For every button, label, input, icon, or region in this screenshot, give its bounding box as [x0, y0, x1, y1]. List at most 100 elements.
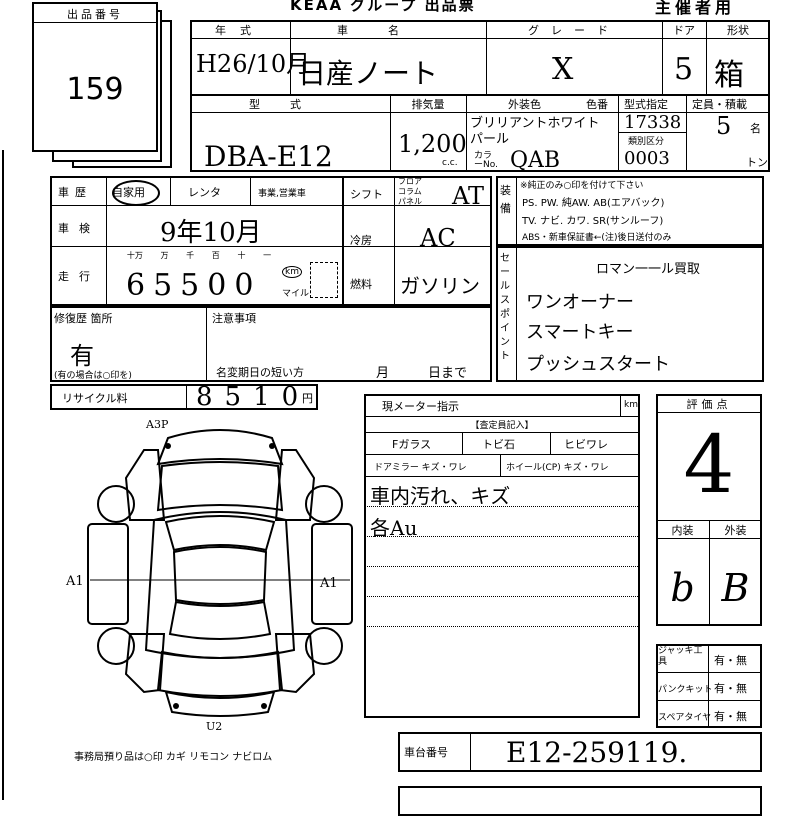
equipment-label: 装備 — [500, 184, 511, 215]
category-value: 0003 — [624, 148, 670, 169]
chassis-label: 車台番号 — [404, 746, 448, 759]
model-label: 型式 — [249, 98, 331, 111]
year-value: H26/10月 — [196, 50, 311, 78]
shift-option-panel: パネル — [398, 197, 422, 206]
meter-label: 現メーター指示 — [382, 400, 459, 413]
assessment-f-glass: Fガラス — [392, 438, 432, 451]
color-code-label: カラーNo. — [474, 151, 498, 170]
ac-label: 冷房 — [350, 234, 372, 247]
digit-label-100k: 十万 — [126, 251, 143, 260]
lot-number-box: 出品番号 159 — [32, 2, 158, 152]
sales-point-1: ロマン一一ル買取 — [596, 262, 701, 277]
chassis-value: E12-259119. — [506, 736, 688, 769]
car-diagram — [87, 429, 353, 717]
grade-value: X — [552, 52, 574, 87]
capacity-unit-ton: トン — [746, 156, 768, 169]
deadline-label: 名変期日の短い方 — [216, 366, 304, 379]
doors-label: ドア — [673, 24, 695, 37]
shape-label: 形状 — [727, 24, 749, 37]
capacity-value: 5 — [716, 112, 732, 140]
notes-label: 注意事項 — [212, 312, 256, 325]
recycle-value: 8510 — [196, 382, 311, 412]
meter-unit: km — [624, 400, 638, 410]
assessment-note-2: 各Au — [370, 516, 418, 540]
ac-value: AC — [420, 224, 456, 252]
tools-box — [656, 644, 762, 728]
shift-label: シフト — [350, 188, 383, 201]
deadline-month: 月 — [376, 366, 390, 381]
inspection-label: 車検 — [58, 222, 100, 235]
interior-label: 内装 — [671, 524, 694, 537]
history-label: 車歴 — [58, 186, 92, 199]
model-spec-value: 17338 — [624, 112, 682, 133]
interior-value: b — [670, 566, 695, 610]
mileage-label: 走行 — [58, 270, 100, 283]
deadline-day: 日まで — [428, 366, 468, 381]
tool-spare-value: 有・無 — [714, 710, 747, 723]
exterior-value: B — [721, 566, 750, 610]
name-label: 車名 — [337, 24, 439, 37]
score-value: 4 — [683, 418, 735, 511]
tool-spare-label: スペアタイヤ — [658, 713, 712, 723]
shift-options: フロア コラム パネル — [398, 177, 422, 207]
shift-value: AT — [452, 182, 485, 210]
exterior-color-label: 外装色 — [508, 98, 541, 111]
recycle-label: リサイクル料 — [62, 392, 128, 405]
office-items: 事務局預り品は○印 カギ リモコン ナビロム — [74, 752, 273, 763]
history-option-business: 事業,営業車 — [258, 189, 306, 199]
doors-value: 5 — [674, 52, 694, 87]
digit-label-10: 十 — [237, 251, 246, 260]
assessment-chip: トビ石 — [482, 438, 515, 451]
mileage-unit-mile: マイル — [282, 289, 310, 299]
equipment-table — [496, 176, 764, 246]
assessment-wheel: ホイール(CP) キズ・ワレ — [506, 463, 609, 473]
sales-points-label: セールスポイント — [500, 253, 510, 362]
color-no-label: 色番 — [586, 98, 608, 111]
history-circle-mark — [112, 180, 160, 206]
mileage-unit-km: km — [282, 266, 302, 278]
year-label: 年式 — [215, 24, 265, 37]
displacement-value: 1,200 — [398, 130, 467, 158]
equipment-row3: ABS・新車保証書←(注)後日送付のみ — [522, 233, 672, 243]
history-option-rental: レンタ — [188, 186, 221, 199]
displacement-unit: c.c. — [442, 158, 458, 168]
color-code-value: QAB — [510, 148, 561, 173]
score-box — [656, 394, 762, 626]
recycle-unit: 円 — [302, 392, 313, 405]
sales-points-box — [496, 246, 764, 382]
sheet-title: KEAA グループ 出品票 — [290, 0, 476, 14]
digit-label-10k: 万 — [160, 251, 169, 260]
capacity-label: 定員・積載 — [692, 98, 747, 111]
mileage-value: 65500 — [126, 268, 262, 303]
tool-jack-label: ジャッキ工具 — [658, 646, 703, 667]
repair-note: (有の場合は○印を) — [54, 371, 132, 381]
displacement-label: 排気量 — [411, 98, 445, 111]
vehicle-table — [190, 20, 770, 172]
equipment-row1: PS. PW. 純AW. AB(エアバック) — [522, 198, 665, 209]
capacity-unit-people: 名 — [750, 122, 761, 135]
recycle-box — [50, 384, 318, 410]
assessment-box — [364, 394, 640, 718]
model-value: DBA-E12 — [204, 140, 333, 173]
fuel-value: ガソリン — [400, 274, 480, 298]
mileage-digit-labels: 十万 万 千 百 十 一 — [118, 250, 280, 262]
equipment-note: ※純正のみ○印を付けて下さい — [520, 181, 644, 191]
digit-label-100: 百 — [211, 251, 220, 260]
score-label: 評価点 — [686, 398, 732, 411]
assessment-note-1: 車内汚れ、キズ — [370, 484, 511, 508]
exterior-label: 外装 — [724, 524, 747, 537]
fuel-label: 燃料 — [350, 278, 372, 291]
assessment-crack: ヒビワレ — [564, 438, 608, 451]
category-label: 類別区分 — [628, 137, 665, 147]
digit-label-1: 一 — [263, 251, 272, 260]
name-value: 日産ノート — [298, 57, 439, 90]
organizer-badge: 主催者用 — [655, 0, 736, 17]
mileage-check-box — [310, 262, 338, 298]
assessment-header: 【査定員記入】 — [470, 421, 534, 431]
tool-puncture-value: 有・無 — [714, 682, 747, 695]
repair-label: 修復歴 箇所 — [54, 312, 113, 325]
lot-number: 159 — [66, 72, 124, 107]
shift-option-floor: フロア — [398, 177, 422, 186]
equipment-row2: TV. ナビ. カワ. SR(サンルーフ) — [522, 216, 664, 227]
lot-label: 出品番号 — [67, 8, 123, 21]
